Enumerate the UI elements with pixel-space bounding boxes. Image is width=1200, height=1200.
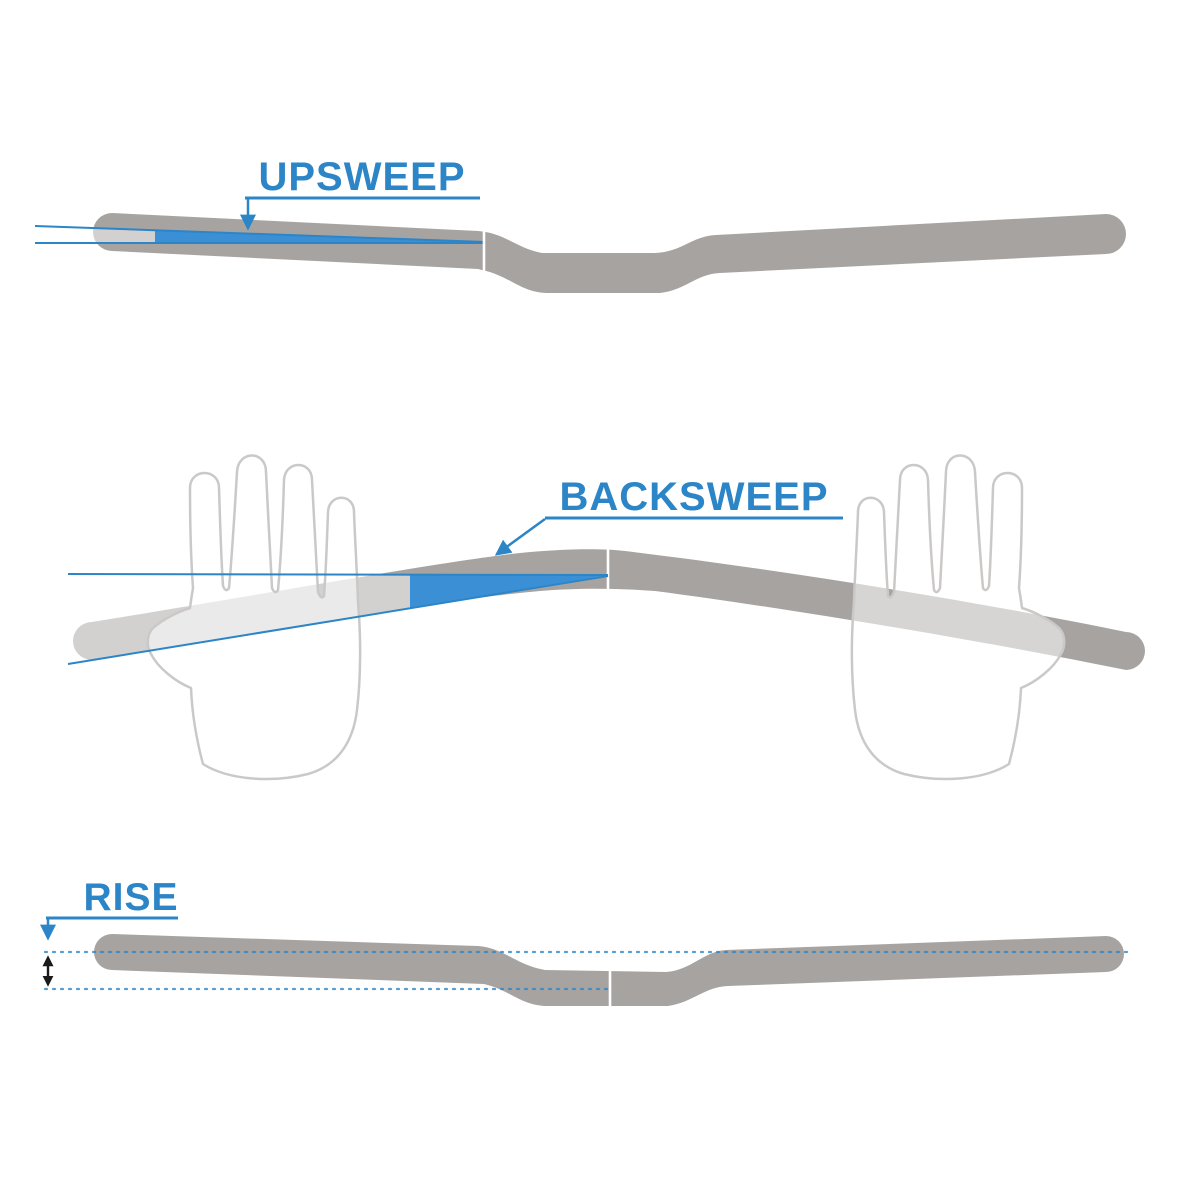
left-hand-outline <box>146 454 362 781</box>
handlebar-front-view-upsweep <box>93 213 1126 293</box>
backsweep-section: BACKSWEEP <box>67 454 1145 781</box>
rise-label: RISE <box>83 876 178 919</box>
rise-section: RISE <box>40 876 1130 1007</box>
upsweep-section: UPSWEEP <box>34 155 1126 293</box>
upsweep-grip-axis-line <box>34 225 486 243</box>
backsweep-horizontal-reference-line <box>67 573 609 576</box>
backsweep-grip-axis-line <box>67 575 609 665</box>
upsweep-label: UPSWEEP <box>258 155 465 199</box>
backsweep-label: BACKSWEEP <box>559 475 828 519</box>
backsweep-pointer-arrow <box>494 517 546 556</box>
right-hand-outline <box>850 454 1066 781</box>
